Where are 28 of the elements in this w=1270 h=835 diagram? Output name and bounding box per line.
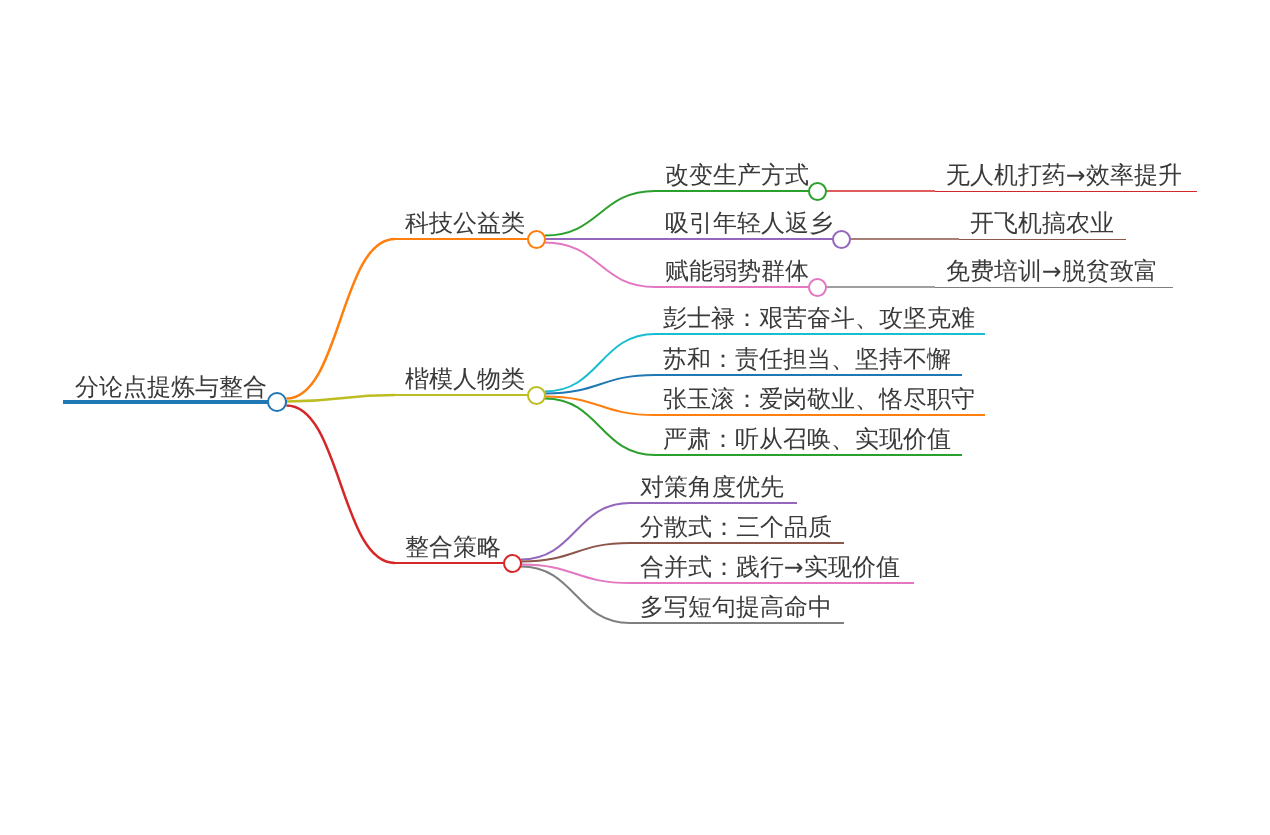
topic-text: 严肃：听从召唤、实现价值 [655,424,962,456]
topic-text: 开飞机搞农业 [959,207,1126,240]
topic-text: 多写短句提高命中 [630,592,844,624]
branch-line [544,395,656,416]
topic-text: 彭士禄：艰苦奋斗、攻坚克难 [655,303,985,335]
topic-text: 免费培训→脱贫致富 [935,255,1173,288]
branch-line [519,565,631,624]
branch-line [519,502,631,561]
branch-line [849,238,960,240]
branch-line [543,397,656,456]
branch-line [544,238,656,240]
topic-text: 对策角度优先 [630,472,797,504]
branch-line [543,241,656,288]
branch-line [825,286,936,288]
branch-line [543,333,656,393]
branch-line [286,404,396,565]
branch-line [520,563,631,584]
branch-line [286,237,396,400]
topic-text: 合并式：践行→实现价值 [630,552,914,584]
topic-text: 苏和：责任担当、坚持不懈 [655,344,962,376]
topic-text: 无人机打药→效率提升 [935,159,1197,192]
branch-line [286,393,395,403]
branch-line [520,542,631,563]
topic-text: 张玉滚：爱岗敬业、恪尽职守 [655,384,985,416]
branch-line [543,190,656,237]
branch-line [544,374,656,395]
branch-line [825,190,936,192]
topic-text: 分散式：三个品质 [630,512,844,544]
